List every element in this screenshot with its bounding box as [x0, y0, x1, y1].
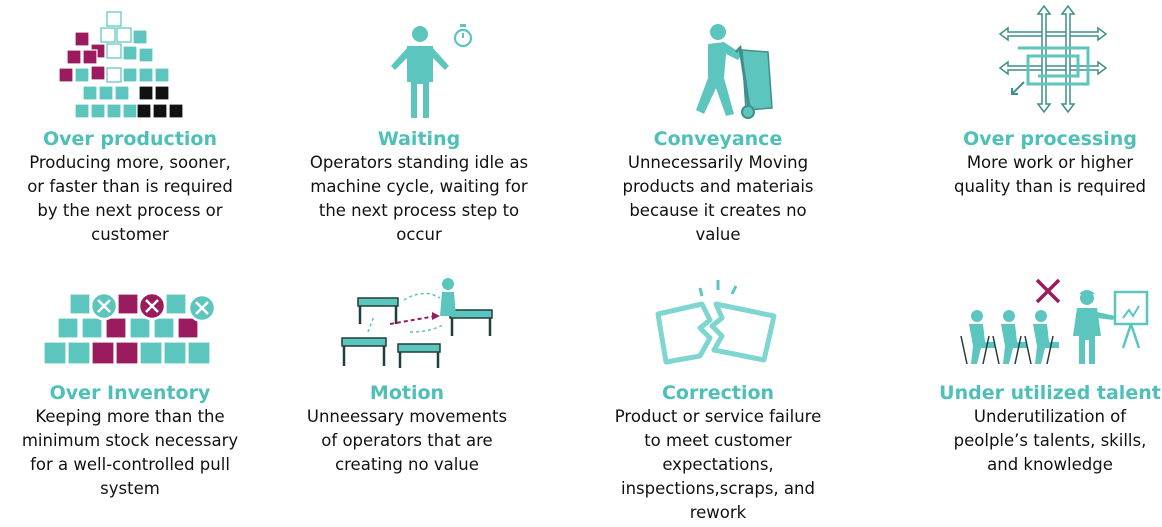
waste-title: Conveyance — [653, 128, 783, 150]
waste-title: Over processing — [963, 128, 1137, 150]
waste-correction: Correction Product or service failure to… — [573, 381, 863, 525]
waste-title: Over Inventory — [49, 382, 211, 404]
waste-under-utilized-talent: Under utilized talent Underutilization o… — [905, 381, 1162, 477]
waste-title: Under utilized talent — [939, 382, 1161, 404]
waste-description: More work or higher quality than is requ… — [954, 153, 1146, 196]
waste-description: Underutilization of peolple’s talents, s… — [953, 407, 1147, 474]
waste-description: Producing more, sooner, or faster than i… — [27, 153, 233, 244]
waste-conveyance: Conveyance Unnecessarily Moving products… — [573, 127, 863, 247]
waste-title: Correction — [661, 382, 775, 404]
idle-team-icon — [955, 276, 1150, 368]
waste-description: Operators standing idle as machine cycle… — [309, 153, 529, 244]
stacked-boxes-icon — [55, 8, 190, 123]
waste-over-processing: Over processing More work or higher qual… — [905, 127, 1162, 199]
waste-description: Unneessary movements of operators that a… — [306, 407, 508, 474]
waste-description: Product or service failure to meet custo… — [614, 407, 822, 522]
waste-over-inventory: Over Inventory Keeping more than the min… — [0, 381, 275, 501]
waste-motion: Motion Unneessary movements of operators… — [262, 381, 552, 477]
waste-waiting: Waiting Operators standing idle as machi… — [274, 127, 564, 247]
waste-description: Unnecessarily Moving products and materi… — [622, 153, 814, 244]
worker-hand-truck-icon — [680, 22, 780, 120]
waste-title: Waiting — [377, 128, 461, 150]
operator-tables-icon — [340, 276, 500, 368]
broken-part-icon — [652, 276, 784, 366]
waste-description: Keeping more than the minimum stock nece… — [21, 407, 239, 498]
rejected-boxes-icon — [42, 290, 217, 366]
waste-title: Over production — [43, 128, 217, 150]
idle-person-stopwatch-icon — [385, 22, 480, 120]
waste-over-production: Over production Producing more, sooner, … — [0, 127, 275, 247]
tangled-arrows-icon — [998, 4, 1110, 114]
waste-title: Motion — [369, 382, 445, 404]
